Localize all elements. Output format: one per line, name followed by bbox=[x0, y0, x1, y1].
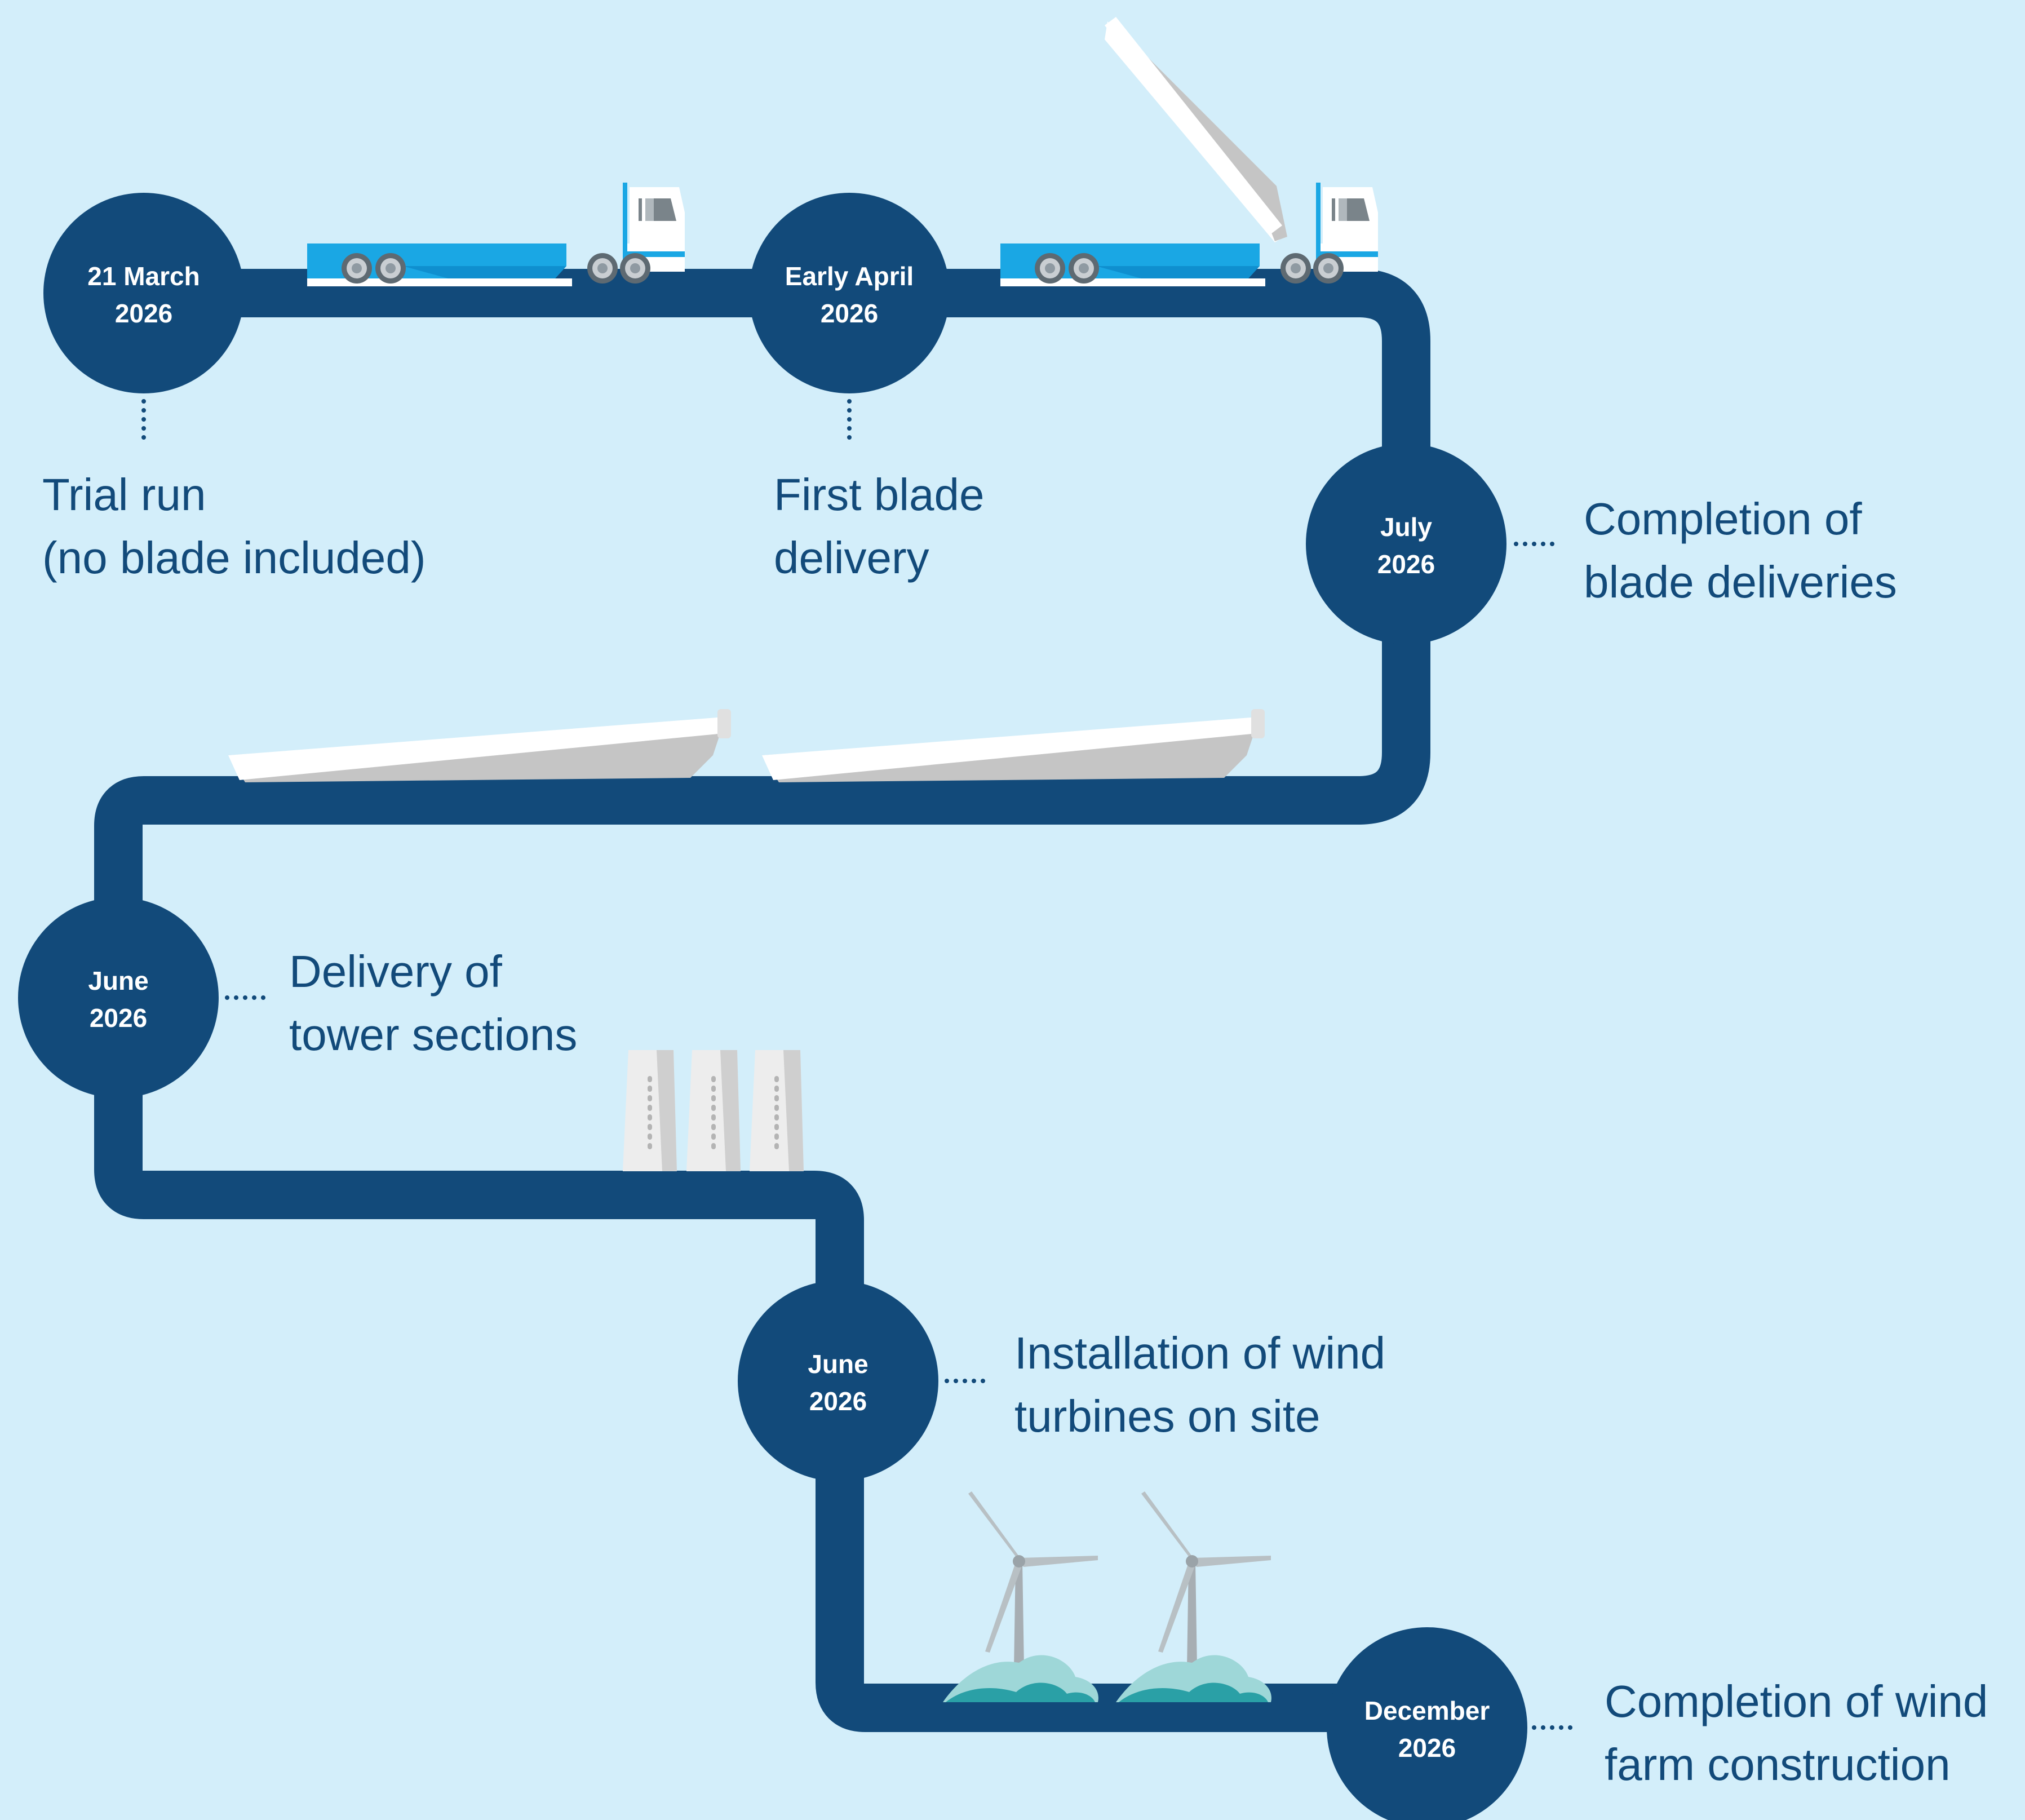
description-line: Trial run bbox=[42, 470, 206, 520]
description-line: turbines on site bbox=[1014, 1391, 1321, 1441]
milestone-node: 21 March 2026 bbox=[43, 193, 244, 393]
milestone-year: 2026 bbox=[90, 1003, 147, 1033]
description-line: tower sections bbox=[289, 1009, 578, 1060]
milestone-description: Completion of blade deliveries bbox=[1584, 488, 1897, 614]
wind-blade-icon bbox=[228, 709, 731, 782]
tower-section-icon bbox=[623, 1050, 677, 1171]
milestone-node: Early April 2026 bbox=[749, 193, 950, 393]
milestone-node: December 2026 bbox=[1327, 1627, 1527, 1820]
milestone-node: July 2026 bbox=[1306, 444, 1506, 644]
milestone-date: June bbox=[808, 1349, 868, 1379]
milestone-date: Early April bbox=[785, 262, 914, 291]
description-line: Delivery of bbox=[289, 946, 502, 997]
milestone-date: June bbox=[88, 966, 148, 995]
description-line: First blade bbox=[774, 470, 985, 520]
milestone-year: 2026 bbox=[115, 299, 172, 328]
milestone-description: Completion of wind farm construction bbox=[1605, 1670, 1988, 1796]
milestone-year: 2026 bbox=[1398, 1733, 1456, 1763]
milestone-date: December bbox=[1364, 1696, 1490, 1725]
wind-turbine-icon bbox=[943, 1491, 1098, 1702]
milestone-description: Installation of wind turbines on site bbox=[1014, 1322, 1385, 1448]
description-line: delivery bbox=[774, 533, 929, 583]
milestone-year: 2026 bbox=[821, 299, 878, 328]
description-line: (no blade included) bbox=[42, 533, 426, 583]
wind-blade-icon bbox=[762, 709, 1265, 782]
milestone-description: Delivery of tower sections bbox=[289, 940, 577, 1066]
description-line: farm construction bbox=[1605, 1739, 1951, 1790]
description-line: Installation of wind bbox=[1014, 1328, 1386, 1378]
milestone-node: June 2026 bbox=[738, 1281, 938, 1481]
milestone-date: July bbox=[1380, 512, 1432, 542]
milestone-year: 2026 bbox=[1377, 550, 1435, 579]
description-line: Completion of wind bbox=[1605, 1676, 1988, 1726]
truck-empty-trailer-icon bbox=[307, 183, 685, 286]
milestone-node: June 2026 bbox=[18, 897, 219, 1098]
wind-turbine-icon bbox=[1116, 1491, 1271, 1702]
tower-section-icon bbox=[686, 1050, 741, 1171]
timeline-path bbox=[94, 269, 1430, 1732]
milestone-year: 2026 bbox=[809, 1387, 867, 1416]
truck-with-raised-blade-icon bbox=[1000, 17, 1378, 286]
description-line: Completion of bbox=[1584, 494, 1862, 544]
description-line: blade deliveries bbox=[1584, 557, 1897, 607]
milestone-date: 21 March bbox=[87, 262, 200, 291]
tower-section-icon bbox=[750, 1050, 804, 1171]
milestone-description: First blade delivery bbox=[774, 463, 984, 590]
milestone-description: Trial run (no blade included) bbox=[42, 463, 426, 590]
